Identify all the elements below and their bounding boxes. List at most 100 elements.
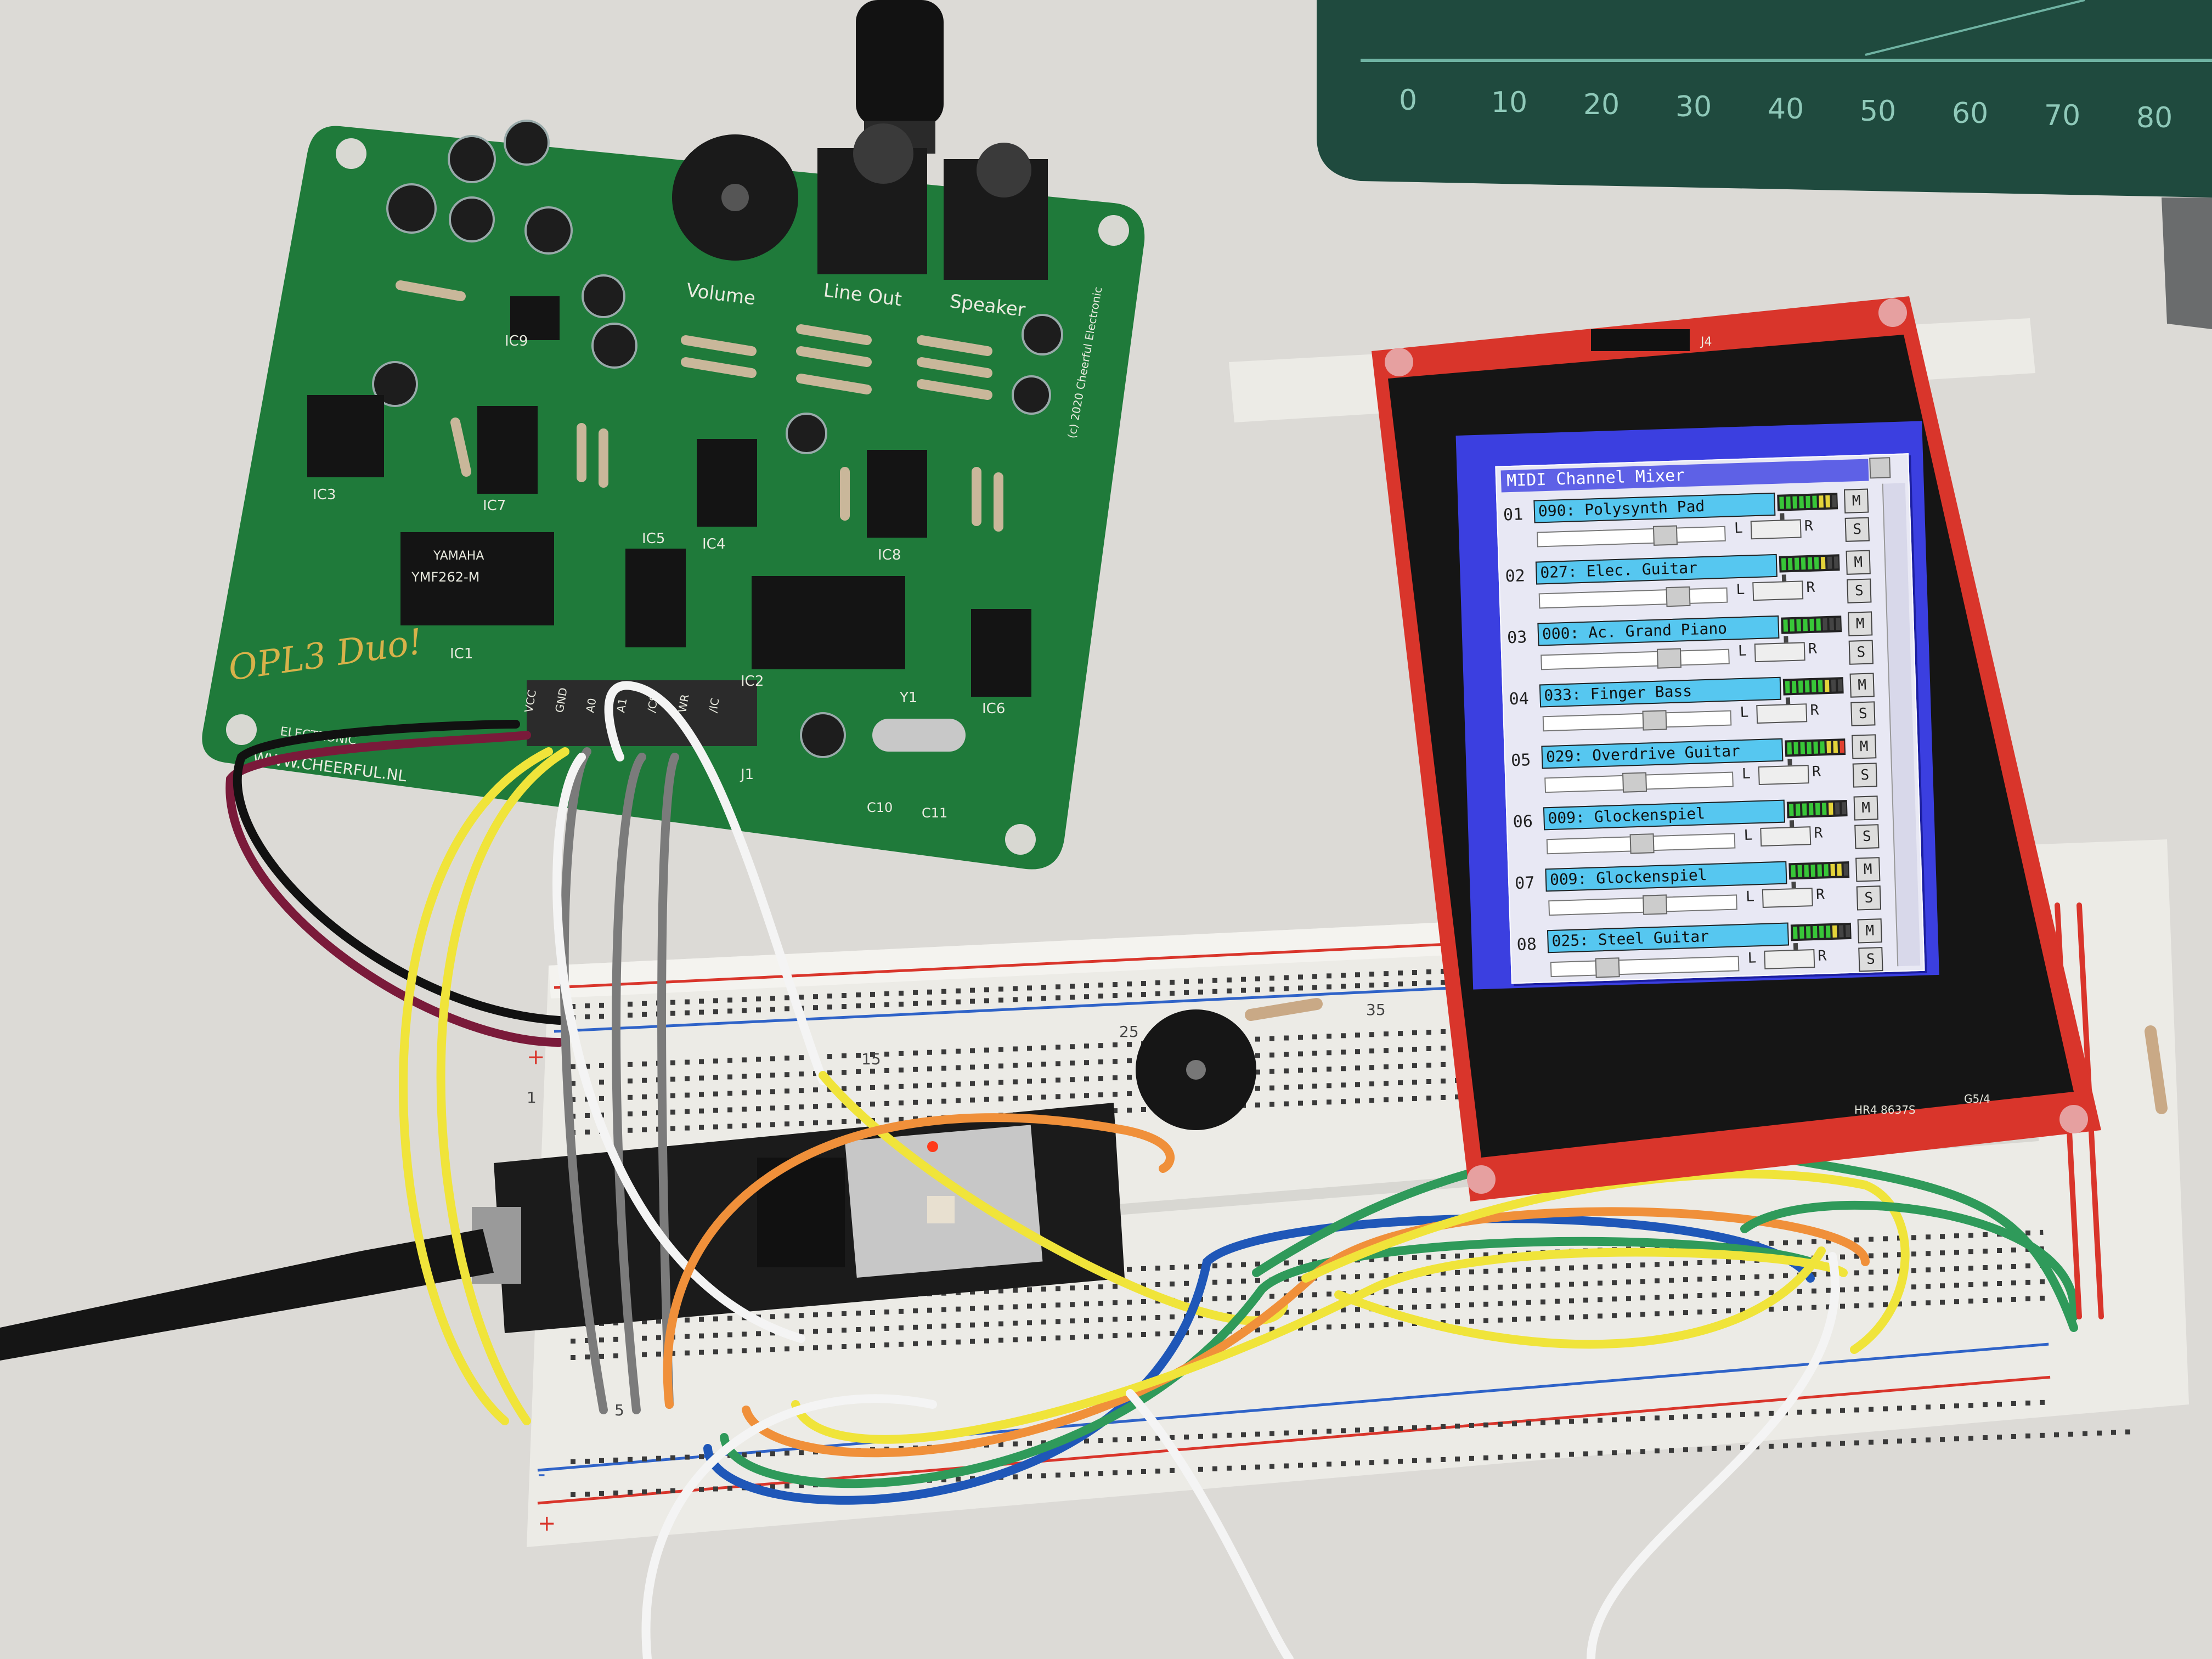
breadboard-hole xyxy=(1926,1284,1931,1289)
volume-fader[interactable] xyxy=(1537,525,1726,548)
breadboard-hole xyxy=(1983,1402,1988,1408)
solo-button[interactable]: S xyxy=(1858,947,1883,972)
breadboard-hole xyxy=(1512,1317,1517,1322)
pan-control[interactable] xyxy=(1764,949,1815,969)
breadboard-hole xyxy=(913,1050,918,1056)
pan-control[interactable] xyxy=(1760,826,1812,847)
resistor xyxy=(2145,1025,2168,1114)
breadboard-hole xyxy=(2054,1432,2059,1437)
breadboard-hole xyxy=(613,1490,618,1496)
mute-button[interactable]: M xyxy=(1843,488,1869,514)
mute-button[interactable]: M xyxy=(1847,611,1873,636)
fader-handle[interactable] xyxy=(1642,710,1667,731)
volume-fader[interactable] xyxy=(1541,648,1730,670)
breadboard-hole xyxy=(1997,1281,2002,1286)
instrument-select[interactable]: 009: Glockenspiel xyxy=(1545,861,1787,892)
fader-handle[interactable] xyxy=(1643,894,1668,915)
volume-fader[interactable] xyxy=(1538,586,1728,609)
breadboard-hole xyxy=(585,1003,590,1008)
breadboard-hole xyxy=(1027,1304,1032,1309)
instrument-select[interactable]: 029: Overdrive Guitar xyxy=(1541,738,1784,769)
breadboard-hole xyxy=(1070,995,1075,1000)
breadboard-hole xyxy=(1726,1275,1731,1280)
fader-handle[interactable] xyxy=(1666,586,1691,607)
status-led xyxy=(927,1141,938,1152)
volume-fader[interactable] xyxy=(1548,894,1737,916)
breadboard-hole xyxy=(628,1111,633,1116)
volume-fader[interactable] xyxy=(1542,710,1732,732)
breadboard-hole xyxy=(1013,986,1018,991)
pan-right-label: R xyxy=(1806,579,1815,596)
solo-button[interactable]: S xyxy=(1844,517,1870,542)
breadboard-hole xyxy=(1769,1443,1774,1449)
instrument-select[interactable]: 033: Finger Bass xyxy=(1539,676,1781,708)
breadboard-hole xyxy=(1113,1470,1118,1476)
mute-button[interactable]: M xyxy=(1849,673,1875,698)
solo-button[interactable]: S xyxy=(1848,640,1874,665)
breadboard-hole xyxy=(1141,1332,1146,1337)
breadboard-hole xyxy=(970,1081,975,1086)
solo-button[interactable]: S xyxy=(1847,578,1872,603)
breadboard-hole xyxy=(1327,1034,1331,1039)
solo-button[interactable]: S xyxy=(1852,763,1878,788)
breadboard-hole xyxy=(713,1333,718,1338)
breadboard-hole xyxy=(770,1330,775,1336)
breadboard-hole xyxy=(870,1310,875,1315)
breadboard-hole xyxy=(813,994,818,1000)
breadboard-hole xyxy=(785,1056,789,1061)
pan-control[interactable] xyxy=(1756,703,1808,724)
breadboard-hole xyxy=(1070,1077,1075,1082)
breadboard-hole xyxy=(1983,1232,1988,1238)
breadboard-hole xyxy=(670,1455,675,1460)
breadboard-hole xyxy=(1640,1295,1645,1301)
breadboard-hole xyxy=(799,1055,804,1060)
breadboard-hole xyxy=(1669,1448,1674,1453)
volume-fader[interactable] xyxy=(1550,956,1740,978)
ruler-tick-label: 0 xyxy=(1399,84,1417,117)
mute-button[interactable]: M xyxy=(1852,734,1877,759)
instrument-select[interactable]: 000: Ac. Grand Piano xyxy=(1537,615,1780,646)
mute-button[interactable]: M xyxy=(1853,795,1878,821)
pan-control[interactable] xyxy=(1752,580,1804,601)
fader-handle[interactable] xyxy=(1652,525,1678,546)
volume-fader[interactable] xyxy=(1544,771,1734,793)
solo-button[interactable]: S xyxy=(1854,824,1880,849)
breadboard-hole xyxy=(1255,1036,1260,1042)
breadboard-hole xyxy=(685,1059,690,1065)
breadboard-hole xyxy=(827,1345,832,1350)
fader-handle[interactable] xyxy=(1595,957,1620,978)
breadboard-hole xyxy=(642,1110,647,1116)
mute-button[interactable]: M xyxy=(1857,918,1882,944)
pan-control[interactable] xyxy=(1762,888,1813,908)
mute-button[interactable]: M xyxy=(1846,550,1871,575)
breadboard-hole xyxy=(1626,1312,1631,1318)
pan-control[interactable] xyxy=(1758,765,1809,786)
instrument-select[interactable]: 025: Steel Guitar xyxy=(1547,922,1790,953)
breadboard-hole xyxy=(941,1307,946,1312)
mute-button[interactable]: M xyxy=(1855,857,1881,882)
breadboard-hole xyxy=(742,1074,747,1079)
fader-handle[interactable] xyxy=(1656,648,1682,669)
pan-control[interactable] xyxy=(1754,642,1805,663)
breadboard-hole xyxy=(870,1326,875,1331)
breadboard-hole xyxy=(1655,1448,1660,1454)
breadboard-hole xyxy=(585,1458,590,1464)
breadboard-hole xyxy=(1854,1286,1859,1292)
breadboard-hole xyxy=(956,1048,961,1054)
instrument-select[interactable]: 027: Elec. Guitar xyxy=(1535,554,1778,585)
window-close-button[interactable] xyxy=(1869,457,1891,479)
pan-right-label: R xyxy=(1812,763,1821,780)
instrument-select[interactable]: 009: Glockenspiel xyxy=(1543,799,1785,831)
instrument-select[interactable]: 090: Polysynth Pad xyxy=(1533,492,1776,523)
fader-handle[interactable] xyxy=(1629,833,1655,854)
breadboard-hole xyxy=(1498,1454,1503,1460)
volume-fader[interactable] xyxy=(1546,833,1736,855)
breadboard-hole xyxy=(1797,1409,1802,1415)
level-meter xyxy=(1781,616,1842,648)
breadboard-hole xyxy=(685,1334,690,1339)
solo-button[interactable]: S xyxy=(1856,885,1882,911)
pan-control[interactable] xyxy=(1750,519,1802,540)
breadboard-hole xyxy=(998,1096,1003,1102)
solo-button[interactable]: S xyxy=(1850,701,1876,726)
fader-handle[interactable] xyxy=(1622,772,1647,793)
